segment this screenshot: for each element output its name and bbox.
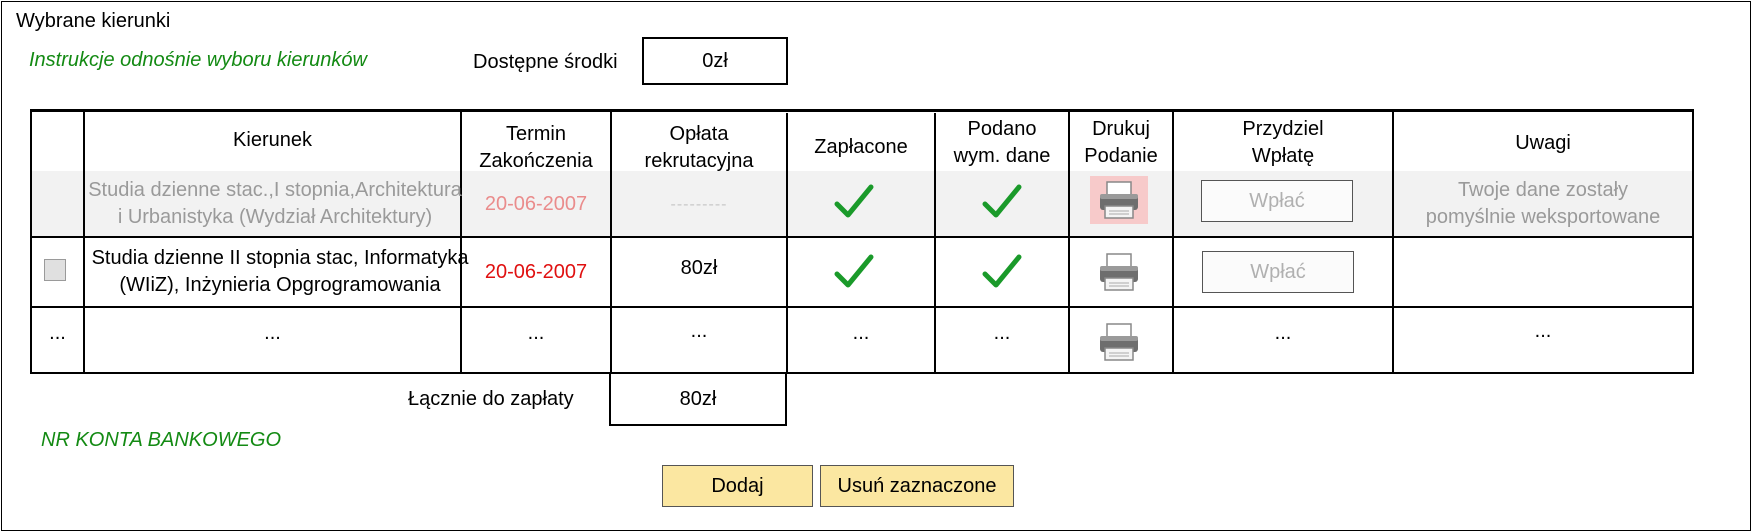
check-icon [982, 184, 1022, 218]
available-funds-label: Dostępne środki [473, 51, 618, 73]
instructions-link[interactable]: Instrukcje odnośnie wyboru kierunków [29, 49, 367, 71]
col-divider [1392, 109, 1394, 374]
header-drukuj: Drukuj Podanie [1084, 118, 1158, 167]
col-divider [786, 113, 788, 374]
header-oplata: Opłata rekrutacyjna [644, 123, 754, 172]
row3-select: ... [49, 321, 66, 344]
header-termin: Termin Zakończenia [479, 123, 593, 172]
row3-oplata: ... [690, 319, 708, 342]
bank-account-link[interactable]: NR KONTA BANKOWEGO [41, 429, 282, 451]
check-icon [834, 254, 874, 288]
courses-table: Kierunek Termin Zakończenia Opłata rekru… [30, 109, 1694, 374]
col-divider [1172, 109, 1174, 374]
row1-termin: 20-06-2007 [484, 192, 588, 215]
row2-kierunek: Studia dzienne II stopnia stac, Informat… [91, 247, 469, 296]
col-divider [30, 109, 32, 374]
row1-uwagi: Twoje dane zostały pomyślnie weksportowa… [1425, 179, 1661, 228]
printer-icon[interactable] [1098, 179, 1140, 221]
table-border-bottom [30, 372, 1694, 374]
row2-termin: 20-06-2007 [484, 260, 588, 283]
header-kierunek: Kierunek [233, 128, 312, 151]
col-divider [460, 109, 462, 374]
row1-kierunek: Studia dzienne stac.,I stopnia,Architekt… [88, 179, 462, 228]
header-podano: Podano wym. dane [953, 118, 1051, 167]
add-button[interactable]: Dodaj [662, 465, 813, 507]
row3-termin: ... [527, 321, 545, 344]
header-przydziel: Przydziel Wpłatę [1242, 118, 1324, 167]
remove-selected-button[interactable]: Usuń zaznaczone [820, 465, 1014, 507]
col-divider [610, 109, 612, 374]
row-highlight [31, 171, 1693, 236]
check-icon [834, 184, 874, 218]
available-funds-value: 0zł [642, 37, 788, 85]
check-icon [982, 254, 1022, 288]
total-label: Łącznie do zapłaty [408, 388, 574, 410]
col-divider [1068, 109, 1070, 374]
row1-oplata: --------- [670, 195, 728, 213]
row3-uwagi: ... [1534, 319, 1552, 342]
table-border-top [30, 109, 1694, 112]
row-select-checkbox[interactable] [44, 259, 66, 281]
header-uwagi: Uwagi [1515, 131, 1571, 154]
row3-przydziel: ... [1274, 321, 1292, 344]
row-divider [30, 236, 1694, 238]
row3-zaplacone: ... [852, 321, 870, 344]
row2-oplata: 80zł [680, 256, 718, 279]
col-divider [83, 109, 85, 374]
col-divider [934, 113, 936, 374]
panel-title: Wybrane kierunki [16, 10, 171, 32]
row3-kierunek: ... [264, 321, 281, 344]
col-divider [1692, 109, 1694, 374]
printer-icon[interactable] [1098, 321, 1140, 363]
header-zaplacone: Zapłacone [814, 135, 908, 158]
printer-icon[interactable] [1098, 251, 1140, 293]
wplac-button[interactable]: Wpłać [1201, 180, 1353, 222]
row3-podano: ... [993, 321, 1011, 344]
row-divider [30, 306, 1694, 308]
wplac-button[interactable]: Wpłać [1202, 251, 1354, 293]
total-value: 80zł [609, 372, 787, 426]
